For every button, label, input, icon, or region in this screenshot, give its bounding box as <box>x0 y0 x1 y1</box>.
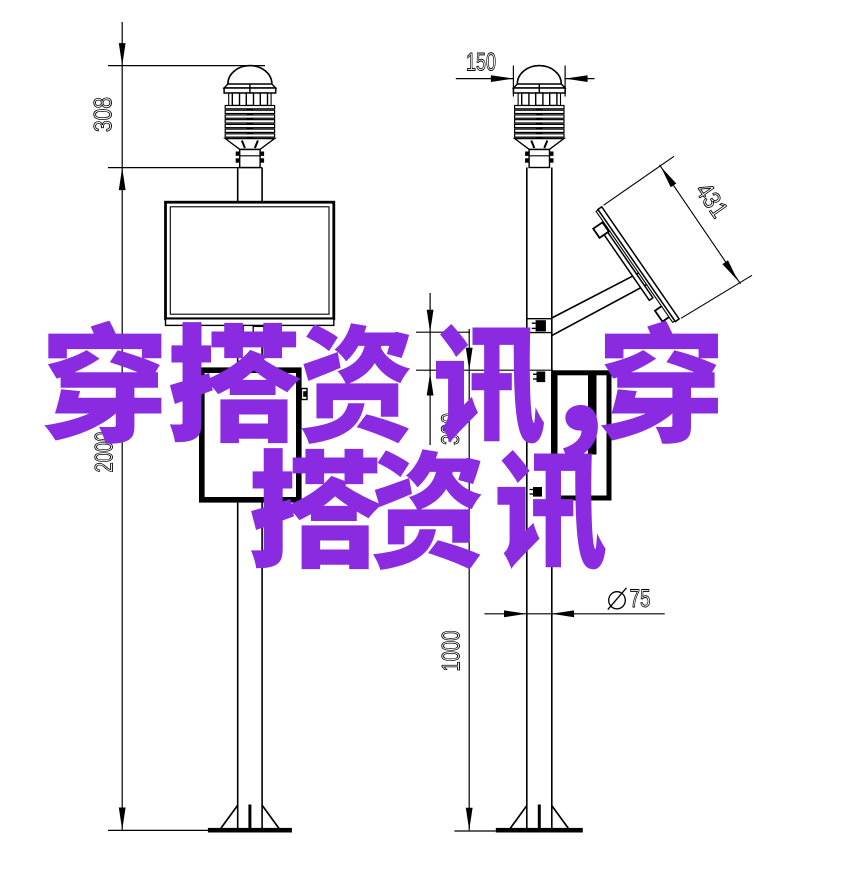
svg-text:75: 75 <box>630 585 651 613</box>
svg-text:1000: 1000 <box>437 631 465 672</box>
svg-text:308: 308 <box>90 97 118 132</box>
svg-text:150: 150 <box>466 48 496 76</box>
